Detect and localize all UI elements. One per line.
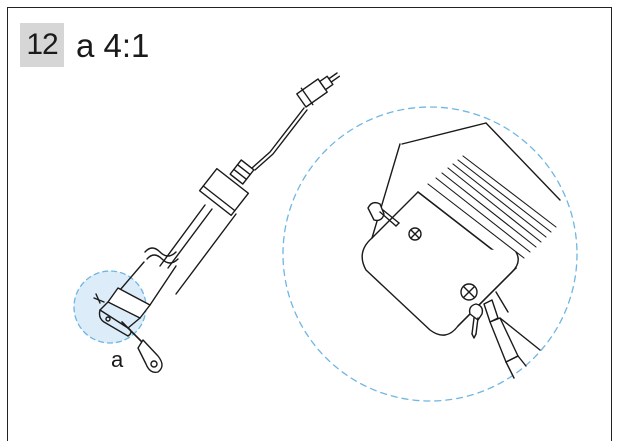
screwdriver-icon [121,321,163,374]
tubular-motor-icon [93,72,341,337]
callout-label-a: a [111,347,124,372]
screw-icon [367,201,400,227]
screw-icon-2 [468,303,484,339]
step-number-badge: 12 [20,23,64,67]
step-title: a 4:1 [76,27,150,64]
zoomed-motor-end [361,122,561,336]
magnifier-circle-icon [282,106,578,402]
screwdriver-large-icon [483,291,541,379]
instruction-frame [7,7,612,441]
